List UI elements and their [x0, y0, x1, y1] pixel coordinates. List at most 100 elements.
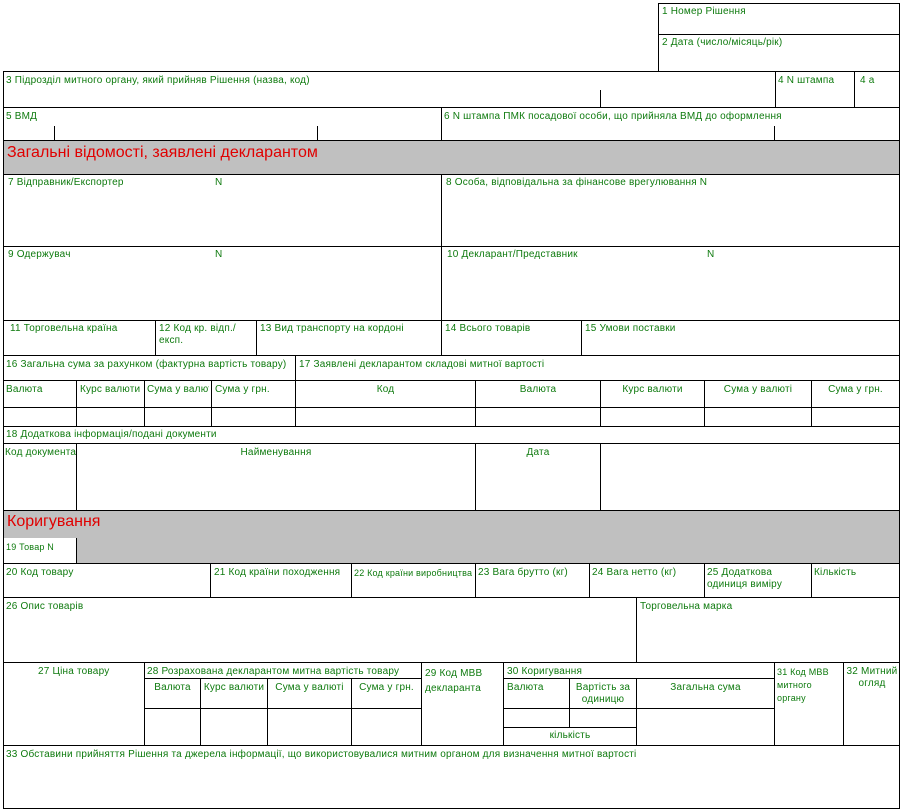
line	[589, 563, 590, 598]
line	[3, 140, 900, 141]
trademark-label: Торговельна марка	[640, 601, 733, 612]
line	[475, 563, 476, 598]
line	[658, 3, 900, 4]
line	[76, 380, 77, 427]
line	[441, 174, 442, 356]
line	[3, 808, 900, 809]
line	[636, 678, 637, 746]
line	[843, 662, 844, 746]
line	[3, 597, 900, 598]
field-1-decision-number-label: 1 Номер Рішення	[662, 6, 746, 17]
f16-col-sum-currency: Сума у валюті	[147, 384, 209, 395]
line	[775, 71, 776, 108]
line	[351, 563, 352, 598]
f28-col-rate: Курс валюти	[203, 682, 265, 693]
line	[3, 426, 900, 427]
section-band-correction	[4, 511, 899, 538]
section-general-title: Загальні відомості, заявлені декларантом	[7, 144, 318, 161]
line	[704, 380, 705, 427]
section-band-correction-right	[76, 538, 899, 563]
field-21-origin-country-label: 21 Код країни походження	[214, 567, 341, 578]
field-16-invoice-total-label: 16 Загальна сума за рахунком (фактурна в…	[6, 359, 287, 370]
line	[704, 563, 705, 598]
line	[3, 662, 900, 663]
line	[3, 71, 900, 72]
f30-col-total: Загальна сума	[670, 682, 741, 693]
line	[581, 320, 582, 356]
f16-col-sum-uah: Сума у грн.	[215, 384, 270, 395]
f17-col-sum-currency: Сума у валюті	[723, 384, 793, 395]
line	[600, 90, 601, 108]
line	[317, 126, 318, 141]
line	[211, 380, 212, 427]
line	[3, 510, 900, 511]
field-22-production-country-label: 22 Код країни виробництва	[354, 568, 473, 578]
line	[3, 443, 900, 444]
line	[3, 563, 900, 564]
line	[155, 320, 156, 356]
field-29-mvv-declarant-label: 29 Код МВВ декларанта	[425, 668, 483, 694]
line	[351, 678, 352, 746]
line	[3, 745, 900, 746]
line	[3, 380, 900, 381]
section-correction-title: Коригування	[7, 513, 101, 530]
line	[3, 320, 900, 321]
line	[899, 3, 900, 809]
field-31-mvv-customs-label: 31 Код МВВ митного органу	[777, 667, 829, 703]
line	[256, 320, 257, 356]
field-9-recipient-label: 9 Одержувач	[8, 249, 71, 260]
field-10-n-label: N	[707, 249, 715, 260]
field-32-inspection-label: 32 Митний огляд	[846, 666, 898, 689]
f18-col-doc-code: Код документа	[5, 447, 77, 458]
field-23-gross-weight-label: 23 Вага брутто (кг)	[478, 567, 568, 578]
line	[475, 443, 476, 511]
line	[144, 678, 422, 679]
field-2-date-label: 2 Дата (число/місяць/рік)	[662, 37, 783, 48]
field-11-trade-country-label: 11 Торговельна країна	[10, 323, 118, 334]
line	[421, 662, 422, 746]
field-12-country-code-label: 12 Код кр. відп./експ.	[159, 323, 236, 346]
line	[3, 174, 900, 175]
line	[503, 662, 504, 746]
line	[569, 678, 570, 728]
line	[3, 71, 4, 809]
line	[636, 597, 637, 663]
field-24-net-weight-label: 24 Вага нетто (кг)	[592, 567, 677, 578]
f18-col-name: Найменування	[240, 447, 312, 458]
f18-col-date: Дата	[526, 447, 550, 458]
f17-col-rate: Курс валюти	[622, 384, 683, 395]
field-5-vmd-label: 5 ВМД	[6, 111, 38, 122]
f28-col-sum-currency: Сума у валюті	[275, 682, 344, 693]
line	[295, 355, 296, 427]
field-13-transport-label: 13 Вид транспорту на кордоні	[260, 323, 404, 334]
line	[811, 380, 812, 427]
line	[854, 71, 855, 108]
line	[475, 380, 476, 427]
line	[441, 107, 442, 141]
f16-col-currency: Валюта	[6, 384, 43, 395]
line	[658, 3, 659, 72]
field-26-goods-description-label: 26 Опис товарів	[6, 601, 84, 612]
f16-col-rate: Курс валюти	[80, 384, 141, 395]
field-19-goods-n-label: 19 Товар N	[6, 542, 55, 552]
field-20-goods-code-label: 20 Код товару	[6, 567, 74, 578]
f30-col-quantity: кількість	[549, 730, 591, 741]
line	[144, 662, 145, 746]
line	[54, 126, 55, 141]
section-band-general	[4, 141, 899, 174]
line	[76, 443, 77, 511]
line	[774, 126, 775, 141]
line	[503, 727, 637, 728]
f28-col-currency: Валюта	[154, 682, 191, 693]
field-7-n-label: N	[215, 177, 223, 188]
field-8-financial-person-label: 8 Особа, відповідальна за фінансове врег…	[446, 177, 708, 188]
line	[210, 563, 211, 598]
field-3-customs-unit-label: 3 Підрозділ митного органу, який прийняв…	[6, 75, 310, 86]
line	[600, 380, 601, 427]
line	[3, 246, 900, 247]
field-4-stamp-number-label: 4 N штампа	[778, 75, 835, 86]
field-30-correction-label: 30 Коригування	[507, 666, 583, 677]
f30-col-unit-value: Вартість за одиницю	[575, 682, 631, 705]
field-15-delivery-terms-label: 15 Умови поставки	[585, 323, 676, 334]
